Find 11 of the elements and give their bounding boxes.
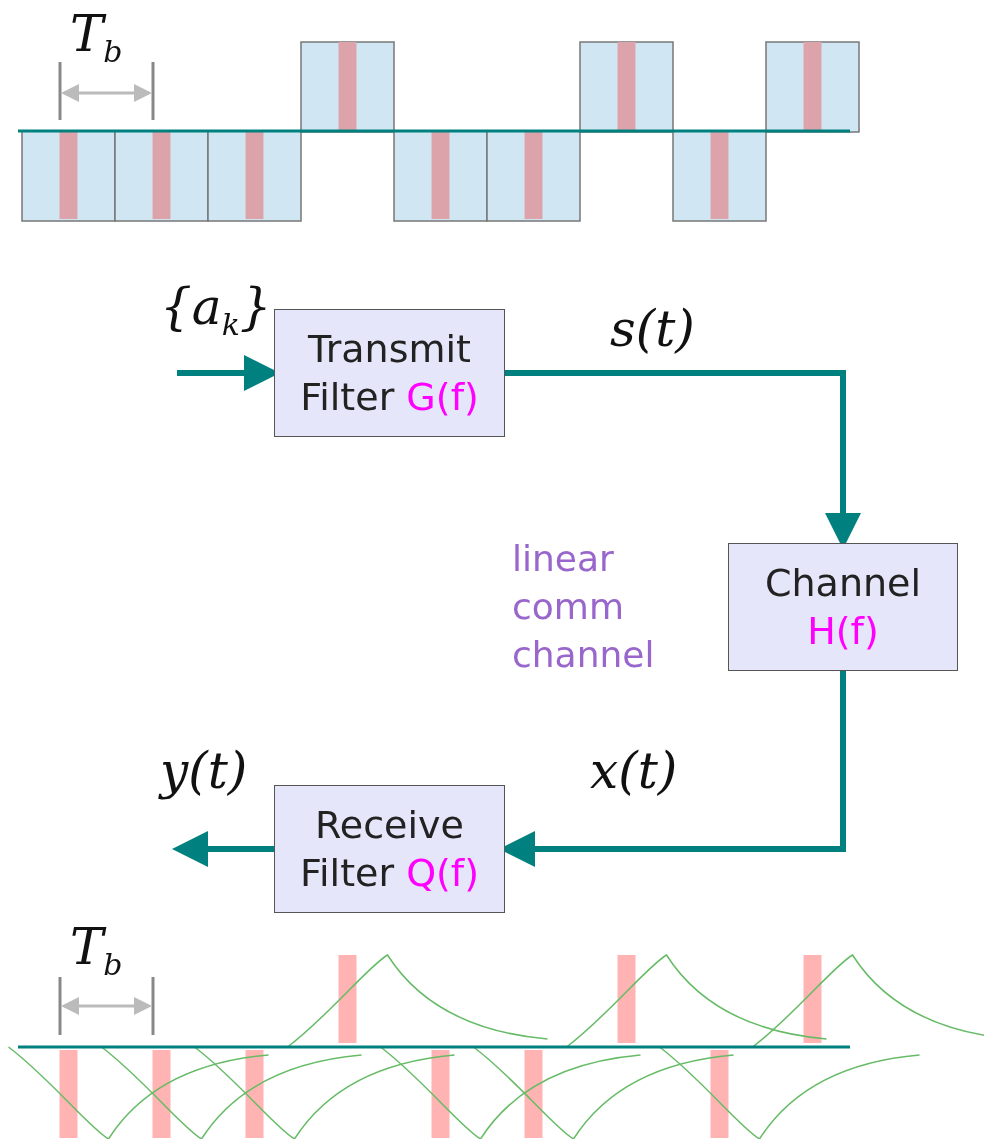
filter-box: Channel H(f) — [728, 543, 958, 671]
period-label: T$_{b}$ — [70, 5, 123, 69]
annotation-text: linear comm channel — [512, 537, 656, 677]
arrow — [172, 831, 274, 867]
filter-box: Receive Filter Q(f) — [274, 785, 505, 913]
period-label: T$_{b}$ — [70, 918, 123, 982]
signal-label: {a$_{k}$} — [160, 278, 272, 342]
filter-box: Transmit Filter G(f) — [274, 309, 505, 437]
signal-label: y(t) — [160, 742, 248, 800]
signal-label: x(t) — [590, 742, 678, 800]
signal-label: s(t) — [610, 300, 695, 358]
